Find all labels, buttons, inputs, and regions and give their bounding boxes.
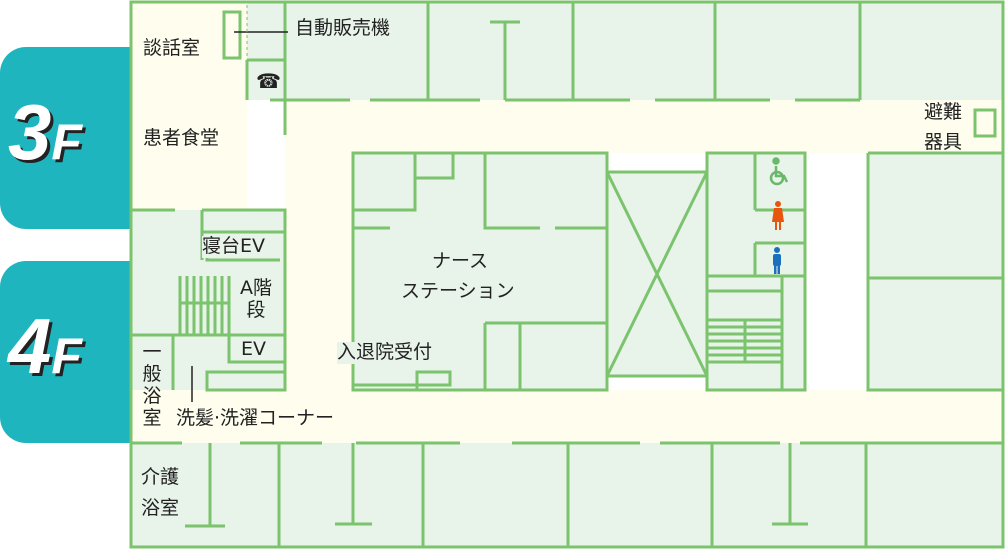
label-vending: 自動販売機 <box>295 17 391 39</box>
label-care-bath-1: 介護 <box>141 466 180 488</box>
floor-unit: F <box>51 114 82 170</box>
label-stairs-a: A階段 <box>240 277 272 321</box>
room-band-top <box>247 3 1003 100</box>
label-nurse-2: ステーション <box>401 280 515 302</box>
label-ev: EV <box>241 338 267 360</box>
label-bath-general: 一般浴室 <box>142 341 162 429</box>
phone-icon: ☎ <box>256 69 281 93</box>
label-dining: 患者食堂 <box>143 127 220 149</box>
floor-unit: F <box>51 328 82 384</box>
floor-number: 4 <box>8 302 52 390</box>
corridor-top <box>285 100 1003 153</box>
label-lounge: 談話室 <box>143 37 201 59</box>
floor-tab-3f[interactable]: 3F <box>0 47 140 229</box>
male-toilet-icon <box>773 247 781 274</box>
walls <box>132 3 1003 547</box>
floor-tab-4f[interactable]: 4F <box>0 261 140 443</box>
right-rooms <box>868 153 1003 390</box>
label-hair-laundry: 洗髪·洗濯コーナー <box>176 407 335 429</box>
label-care-bath-2: 浴室 <box>141 497 180 519</box>
floor-number: 3 <box>8 88 52 176</box>
label-evac-1: 避難 <box>924 101 963 123</box>
lounge-area <box>132 3 247 210</box>
label-bed-ev: 寝台EV <box>202 235 266 258</box>
female-toilet-icon <box>772 201 784 230</box>
label-nurse-1: ナース <box>432 250 489 272</box>
wheelchair-icon <box>769 157 789 186</box>
label-admission: 入退院受付 <box>337 341 433 364</box>
label-evac-2: 器具 <box>924 131 963 153</box>
corridor-bottom <box>132 390 1003 443</box>
